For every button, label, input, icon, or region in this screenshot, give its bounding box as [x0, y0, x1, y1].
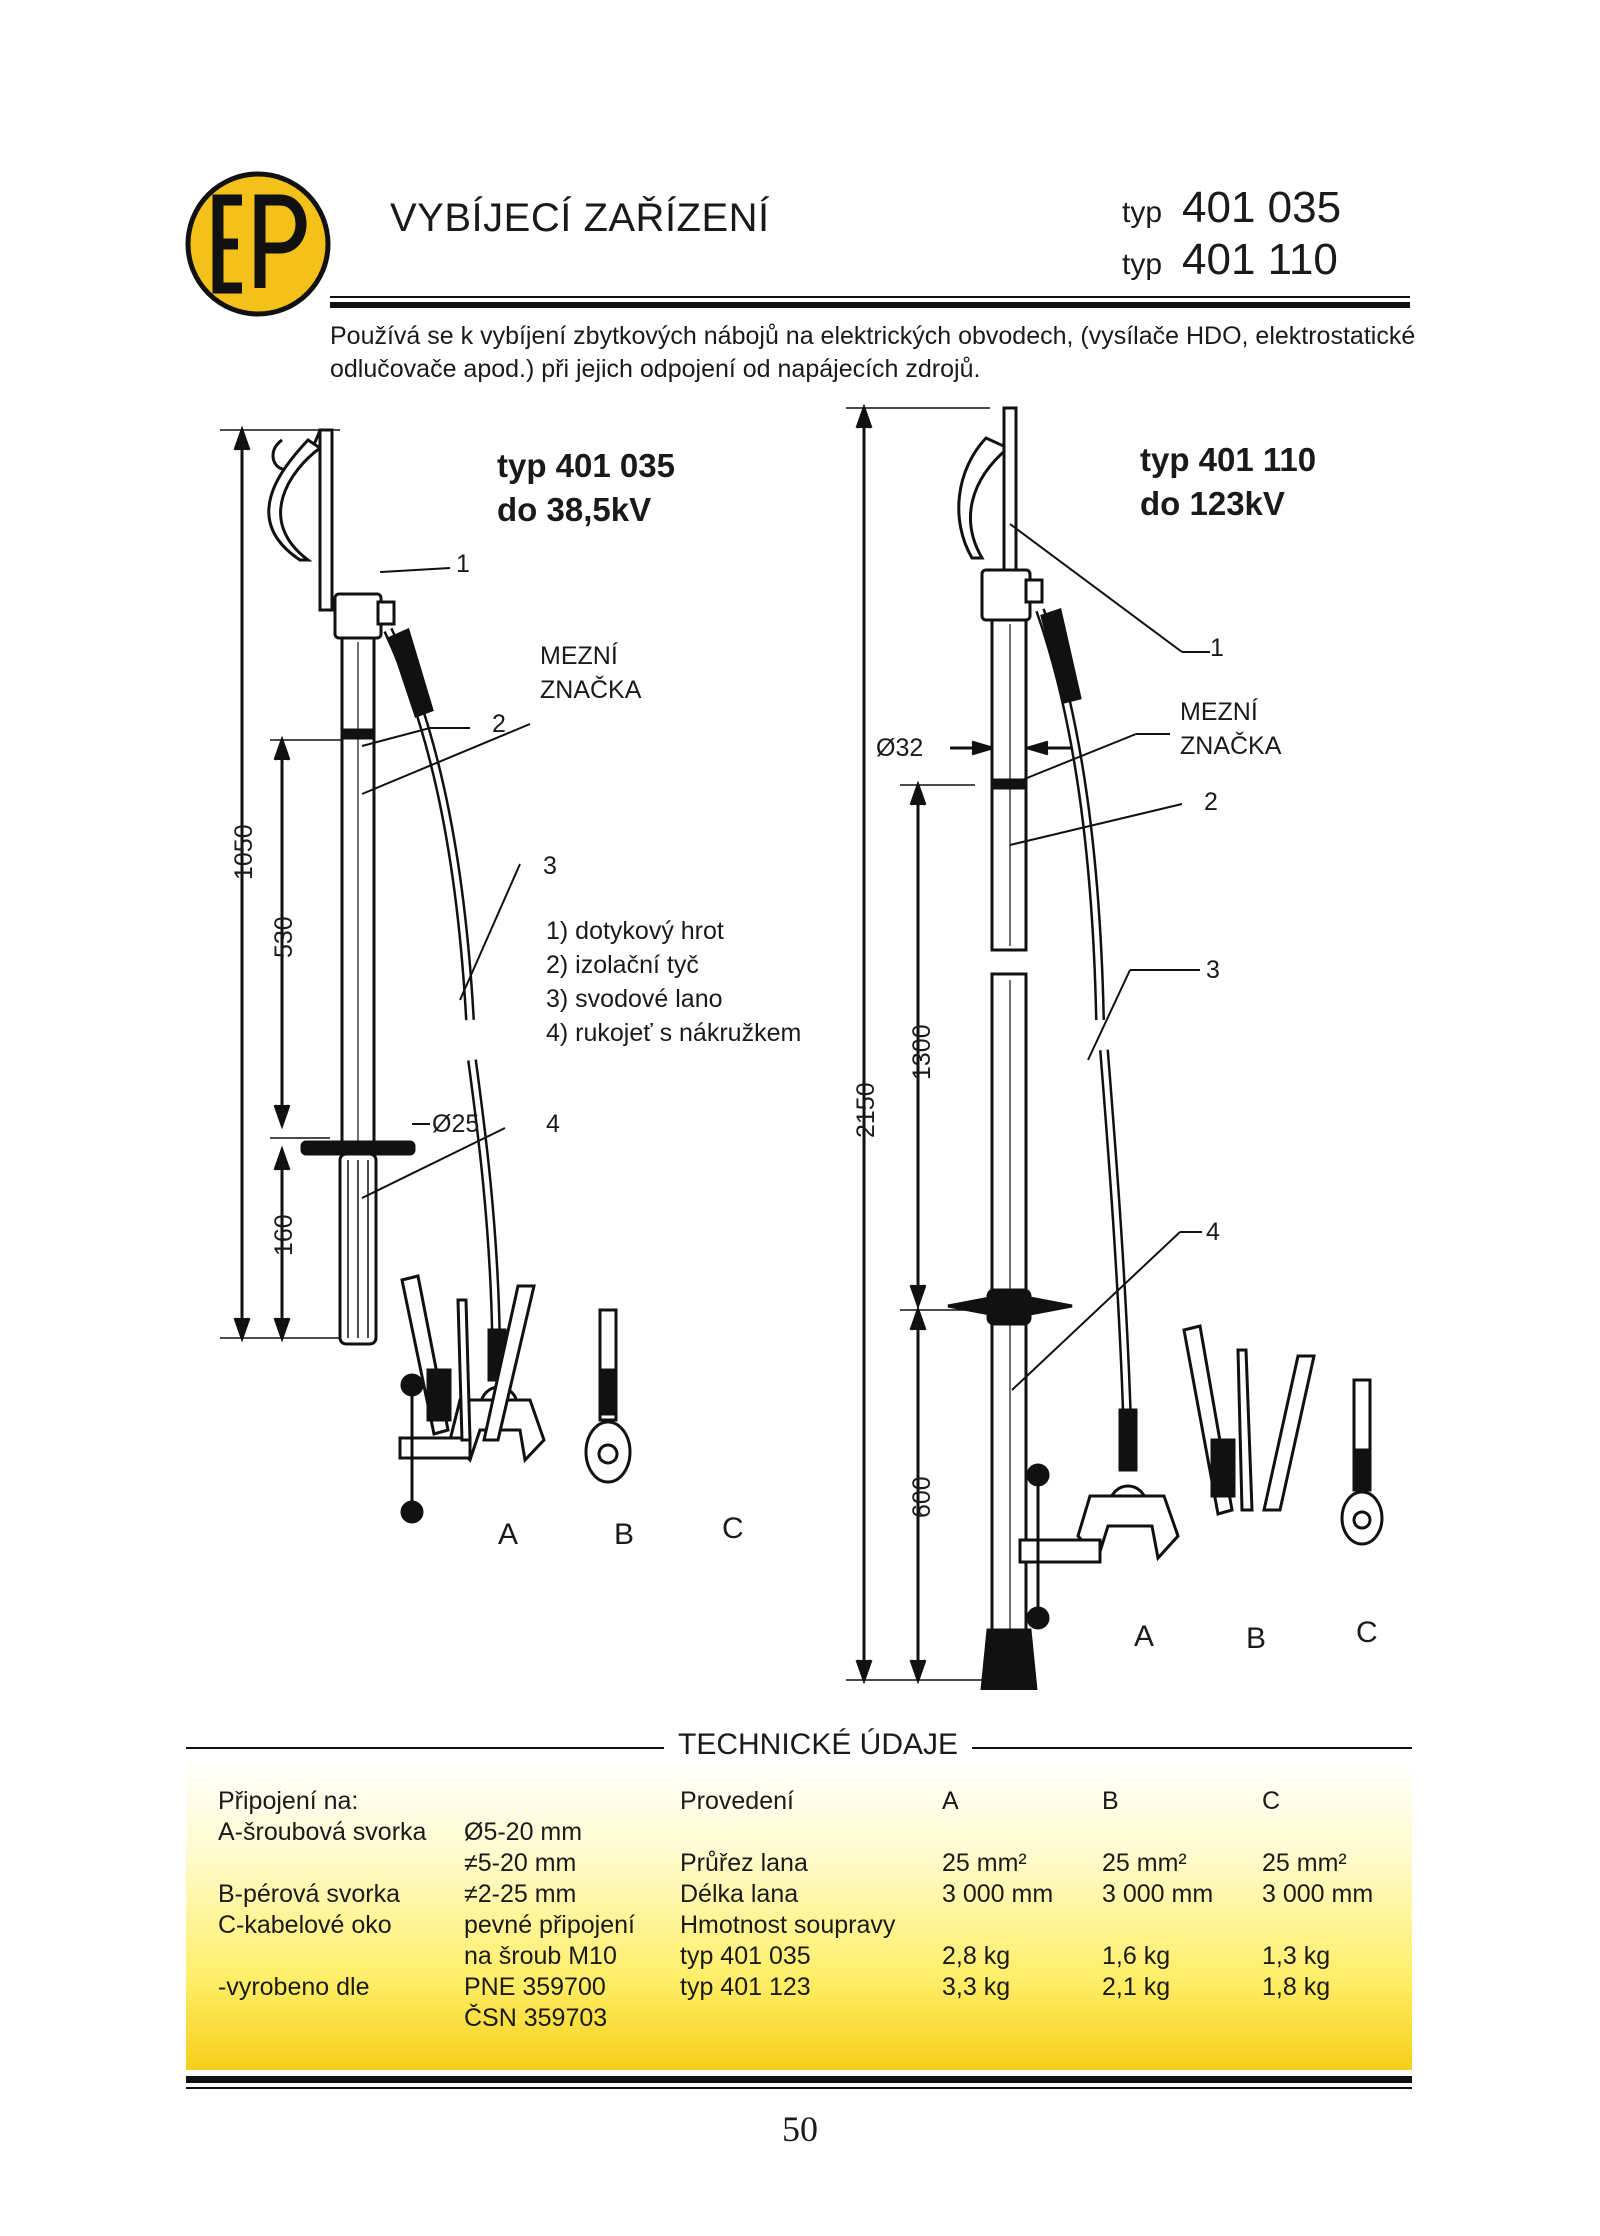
- tech-rule-bottom-thin: [186, 2087, 1412, 2089]
- limit-mark-left-1: MEZNÍ: [540, 642, 618, 670]
- limit-mark-right-2: ZNAČKA: [1180, 732, 1282, 760]
- limit-mark-right-1: MEZNÍ: [1180, 698, 1258, 726]
- legend-item-4: 4) rukojeť s nákružkem: [546, 1019, 802, 1047]
- connector-right-A: A: [1134, 1620, 1155, 1653]
- callout-right-1: 1: [1210, 634, 1224, 662]
- legend: 1) dotykový hrot 2) izolační tyč 3) svod…: [546, 914, 801, 1050]
- callout-left-3: 3: [543, 852, 557, 880]
- page-title: VYBÍJECÍ ZAŘÍZENÍ: [390, 196, 770, 240]
- callout-right-3: 3: [1206, 956, 1220, 984]
- dim-left-160: 160: [270, 1214, 298, 1256]
- heading-left-voltage: do 38,5kV: [497, 491, 652, 528]
- dim-right-2150: 2150: [852, 1082, 880, 1138]
- callout-left-1: 1: [456, 550, 470, 578]
- callout-left-4: 4: [546, 1110, 560, 1138]
- tech-param-col: Provedení Průřez lana Délka lana Hmotnos…: [680, 1787, 896, 2001]
- dim-left-1050: 1050: [230, 824, 258, 880]
- dim-left-530: 530: [270, 916, 298, 958]
- tech-left-col: Připojení na: A-šroubová svorka B-pérová…: [218, 1787, 427, 2001]
- tech-col-B: B 25 mm² 3 000 mm 1,6 kg 2,1 kg: [1102, 1787, 1214, 2001]
- heading-right-voltage: do 123kV: [1140, 485, 1285, 522]
- limit-mark-left-2: ZNAČKA: [540, 676, 642, 704]
- connector-right-C: C: [1356, 1616, 1378, 1649]
- ep-logo: [185, 171, 331, 317]
- header-rule-thin: [330, 296, 1410, 298]
- page-number: 50: [782, 2109, 818, 2149]
- callout-right-4: 4: [1206, 1218, 1220, 1246]
- dim-right-600: 600: [908, 1476, 936, 1518]
- tech-data-title: TECHNICKÉ ÚDAJE: [664, 1728, 973, 1762]
- tech-mid-col: Ø5-20 mm ≠5-20 mm ≠2-25 mm pevné připoje…: [464, 1818, 635, 2032]
- drawing-type-401110: [846, 403, 1384, 1690]
- callout-left-2: 2: [492, 710, 506, 738]
- legend-item-1: 1) dotykový hrot: [546, 917, 724, 945]
- dim-left-diameter: Ø25: [432, 1110, 480, 1138]
- tech-rule-bottom-thick: [186, 2076, 1412, 2083]
- legend-item-3: 3) svodové lano: [546, 985, 723, 1013]
- description: Používá se k vybíjení zbytkových nábojů …: [330, 322, 1416, 383]
- tech-data-box: Připojení na: A-šroubová svorka B-pérová…: [186, 1758, 1412, 2070]
- header-rule-thick: [330, 302, 1410, 308]
- dim-right-1300: 1300: [908, 1024, 936, 1080]
- tech-col-A: A 25 mm² 3 000 mm 2,8 kg 3,3 kg: [942, 1787, 1054, 2001]
- callout-right-2: 2: [1204, 788, 1218, 816]
- connector-right-B: B: [1246, 1622, 1267, 1655]
- heading-left-type: typ 401 035: [497, 447, 675, 484]
- tech-col-C: C 25 mm² 3 000 mm 1,3 kg 1,8 kg: [1262, 1787, 1374, 2001]
- connector-left-A: A: [498, 1518, 519, 1551]
- heading-right-type: typ 401 110: [1140, 441, 1317, 478]
- connector-left-B: B: [614, 1518, 635, 1551]
- dim-right-diameter: Ø32: [876, 734, 924, 762]
- legend-item-2: 2) izolační tyč: [546, 951, 699, 979]
- drawing-type-401035: [220, 425, 632, 1524]
- connector-left-C: C: [722, 1512, 744, 1545]
